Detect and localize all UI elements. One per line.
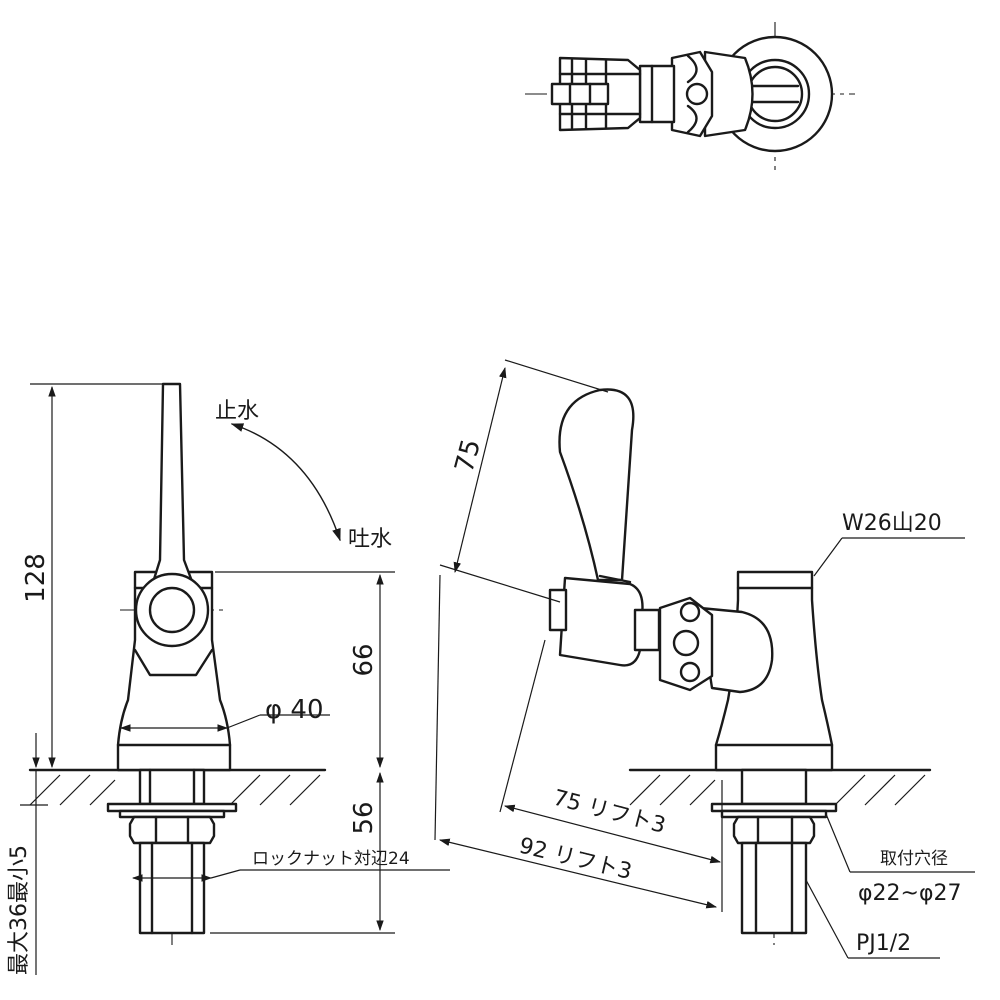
label-pipe-thread: PJ1/2 (856, 931, 911, 956)
dim-66: 66 (349, 643, 379, 676)
side-view: 75 75 リフト3 92 リフト3 W26山20 取付穴径 φ22~φ27 P… (434, 359, 975, 959)
front-view: 止水 吐水 128 66 56 φ 40 ロックナット対辺24 最大36最小5 (7, 382, 450, 975)
counter-hatch-right (629, 774, 926, 806)
dim-phi40: φ 40 (265, 695, 324, 725)
dim-92-lift: 92 リフト3 (517, 834, 635, 886)
label-discharge-water: 吐水 (348, 527, 392, 552)
counter-hatch-left (29, 774, 321, 806)
label-max-min: 最大36最小5 (7, 845, 32, 975)
dim-75-handle: 75 (450, 436, 488, 476)
top-view (525, 22, 855, 170)
label-mount-hole-title: 取付穴径 (880, 849, 948, 869)
label-stop-water: 止水 (215, 399, 259, 424)
dim-75-lift: 75 リフト3 (550, 786, 668, 839)
dim-128: 128 (21, 553, 51, 603)
label-thread-w26: W26山20 (842, 511, 942, 536)
label-mount-hole-range: φ22~φ27 (858, 881, 961, 906)
label-locknut: ロックナット対辺24 (252, 849, 410, 869)
dim-56: 56 (349, 801, 379, 834)
